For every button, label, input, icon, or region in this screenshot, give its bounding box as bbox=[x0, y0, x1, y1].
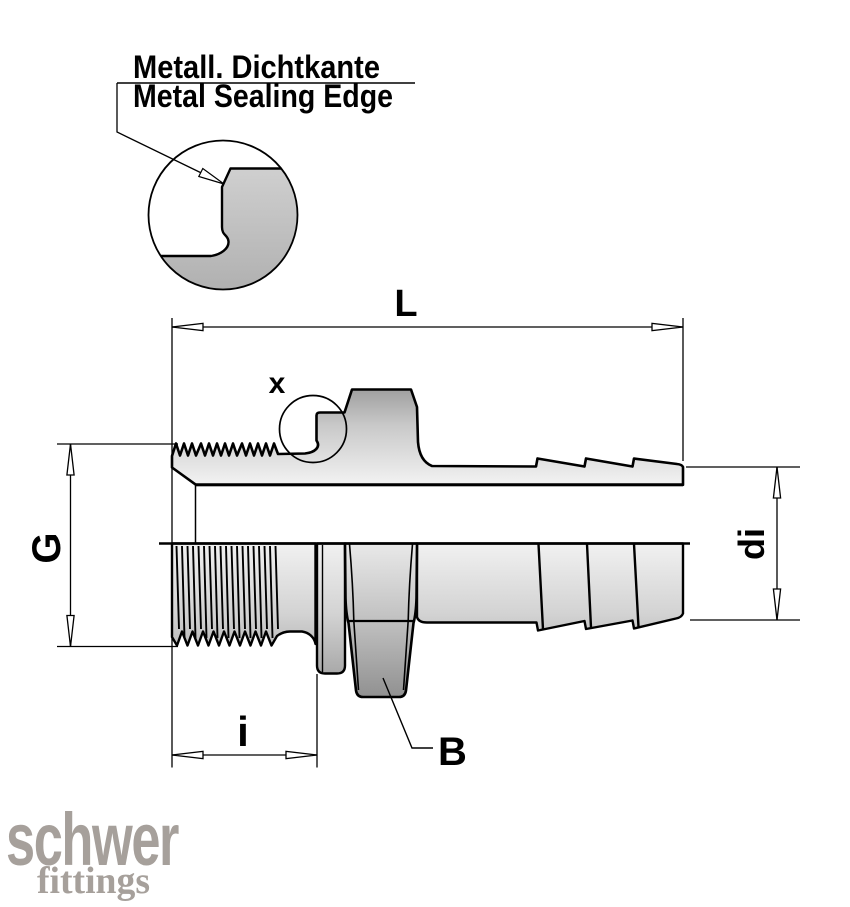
arrow-di-bottom bbox=[772, 588, 782, 621]
arrow-i-left bbox=[171, 750, 204, 760]
arrow-G-top bbox=[66, 443, 75, 476]
dim-label-G: G bbox=[25, 532, 69, 563]
arrow-G-bottom bbox=[66, 614, 75, 647]
section-wall-profile bbox=[170, 388, 685, 487]
annotation-line2: Metal Sealing Edge bbox=[133, 78, 393, 114]
detail-circle-outline bbox=[147, 139, 299, 291]
dim-label-L: L bbox=[394, 283, 417, 325]
logo-fittings: fittings bbox=[37, 860, 150, 902]
arrow-L-right bbox=[651, 322, 684, 332]
x-detail-circle bbox=[278, 394, 348, 464]
b-leader-line bbox=[382, 677, 433, 749]
dim-label-B: B bbox=[438, 730, 467, 774]
seal-washer bbox=[315, 542, 347, 675]
fitting-bottom-half bbox=[170, 542, 685, 699]
x-detail-marker: x bbox=[269, 367, 348, 464]
annotation-leader-line bbox=[116, 83, 222, 184]
hex-corner-lines bbox=[348, 543, 414, 691]
dim-label-x: x bbox=[269, 367, 286, 400]
dim-label-di: di bbox=[731, 528, 772, 560]
logo-schwer: schwer bbox=[6, 798, 179, 881]
dim-label-i: i bbox=[237, 708, 249, 755]
hose-barb-exterior bbox=[415, 542, 685, 632]
annotation-line1: Metall. Dichtkante bbox=[133, 49, 380, 85]
fitting-top-half bbox=[170, 388, 685, 543]
detail-profile-edge bbox=[150, 167, 285, 258]
arrow-i-right bbox=[285, 750, 318, 760]
barb-edge-lines bbox=[537, 543, 640, 630]
thread-crest-lines bbox=[175, 545, 279, 639]
annotation-leader-arrowhead bbox=[197, 167, 225, 185]
arrow-L-left bbox=[171, 322, 204, 332]
annotation: Metall. Dichtkante Metal Sealing Edge bbox=[116, 49, 415, 185]
arrow-di-top bbox=[772, 466, 782, 499]
dimension-labels: L G di i B bbox=[25, 283, 772, 774]
logo: schwer fittings bbox=[6, 798, 181, 902]
dimension-arrowheads bbox=[66, 322, 782, 760]
